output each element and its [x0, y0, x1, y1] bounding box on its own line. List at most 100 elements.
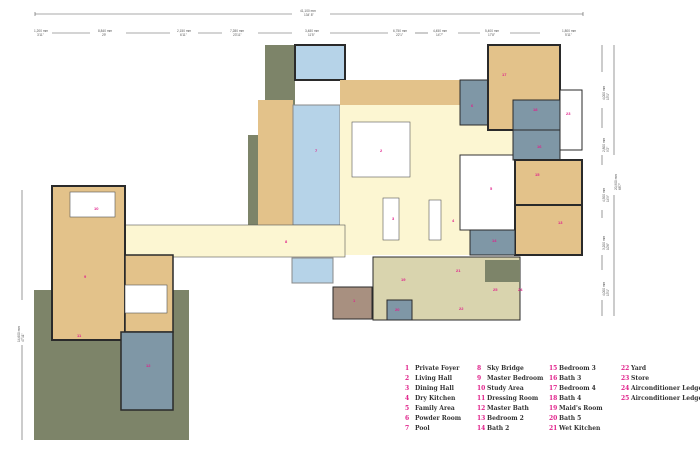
legend-item: 8 Sky Bridge	[477, 365, 524, 372]
legend-item: 1 Private Foyer	[405, 365, 459, 372]
label-23: 23	[566, 111, 571, 116]
legend-room-name: Airconditioner Ledge 1	[631, 385, 700, 392]
study-desk	[69, 191, 116, 218]
legend-item: 2 Living Hall	[405, 375, 452, 382]
dim-top-9: 1,800 mm	[562, 29, 577, 33]
sky-bridge	[124, 224, 346, 258]
dim-top-7: 4,450 mm	[433, 29, 448, 33]
label-9: 9	[84, 274, 87, 279]
label-4: 4	[452, 218, 455, 223]
legend-number: 16	[549, 375, 558, 382]
legend-room-name: Bath 3	[559, 375, 582, 382]
legend-number: 19	[549, 405, 558, 412]
legend-room-name: Powder Room	[415, 415, 462, 422]
dim-top-4-ft: 23'11"	[233, 33, 242, 37]
dining-table	[382, 197, 400, 241]
legend-number: 4	[405, 395, 410, 402]
legend-item: 7 Pool	[405, 425, 430, 432]
family-area	[459, 154, 516, 231]
dim-right-overall-ft: 68'7"	[618, 183, 622, 190]
dim-top-9-ft: 5'11"	[565, 33, 572, 37]
label-10: 10	[94, 206, 99, 211]
label-15: 15	[535, 172, 540, 177]
dim-right-5-ft: 13'1"	[606, 289, 610, 296]
legend-room-name: Pool	[415, 425, 430, 432]
dim-top-6: 6,750 mm	[393, 29, 408, 33]
legend-room-name: Bedroom 2	[487, 415, 524, 422]
dim-top-3: 2,150 mm	[177, 29, 192, 33]
legend-number: 14	[477, 425, 486, 432]
dimension-lines	[21, 12, 615, 440]
legend-room-name: Master Bedroom	[487, 375, 544, 382]
dim-top-3-ft: 6'11"	[180, 33, 187, 37]
dim-top-5: 3,480 mm	[305, 29, 320, 33]
dim-top-1: 1,200 mm	[34, 29, 49, 33]
master-bath	[120, 331, 174, 411]
legend-room-name: Living Hall	[415, 375, 453, 382]
dim-top-8: 5,400 mm	[485, 29, 500, 33]
dim-right-4-ft: 10'6"	[606, 243, 610, 250]
bath-2	[469, 229, 516, 256]
label-16: 16	[537, 144, 542, 149]
legend-room-name: Store	[631, 375, 650, 382]
dim-right-2-ft: 9'2"	[606, 147, 610, 152]
legend-room-name: Family Area	[415, 405, 455, 412]
dim-right-1-ft: 13'1"	[606, 93, 610, 100]
label-2: 2	[380, 148, 383, 153]
label-20: 20	[395, 307, 400, 312]
legend-number: 2	[405, 375, 410, 382]
dim-top-8-ft: 17'8"	[488, 33, 495, 37]
label-5: 5	[490, 186, 493, 191]
legend-number: 10	[477, 385, 486, 392]
legend-room-name: Airconditioner Ledge 2	[631, 395, 700, 402]
living-table	[351, 121, 411, 178]
legend-number: 22	[621, 365, 630, 372]
legend-room-name: Sky Bridge	[487, 365, 524, 372]
powder-room	[459, 79, 489, 126]
pool-deck	[258, 100, 293, 225]
label-22: 22	[459, 306, 464, 311]
bedroom-3	[514, 159, 583, 206]
dim-top-7-ft: 14'7"	[436, 33, 443, 37]
legend-number: 15	[549, 365, 558, 372]
pool	[292, 104, 341, 226]
legend-room-name: Study Area	[487, 385, 524, 392]
garden-upper	[265, 45, 295, 105]
legend-room-name: Master Bath	[487, 405, 529, 412]
bath-5	[386, 299, 413, 321]
legend-number: 1	[405, 365, 410, 372]
legend-number: 18	[549, 395, 558, 402]
label-25: 25	[493, 287, 498, 292]
legend-room-name: Private Foyer	[415, 365, 460, 372]
label-3: 3	[392, 216, 395, 221]
dim-top-5-ft: 11'5"	[308, 33, 315, 37]
legend-number: 7	[405, 425, 410, 432]
dim-right-5: 4,000 mm	[602, 281, 606, 296]
sofa-area	[124, 284, 168, 314]
pool-terrace	[294, 44, 346, 81]
dim-right-1: 4,000 mm	[602, 85, 606, 100]
legend-number: 25	[621, 395, 630, 402]
dim-top-6-ft: 22'1"	[396, 33, 403, 37]
legend-number: 11	[477, 395, 486, 402]
legend-number: 5	[405, 405, 410, 412]
label-7: 7	[315, 148, 318, 153]
dim-top-2: 8,840 mm	[98, 29, 113, 33]
bedroom-2	[514, 204, 583, 256]
dim-left-overall-ft: 47'11"	[21, 333, 25, 342]
legend-room-name: Bedroom 4	[559, 385, 596, 392]
legend-number: 8	[477, 365, 482, 372]
